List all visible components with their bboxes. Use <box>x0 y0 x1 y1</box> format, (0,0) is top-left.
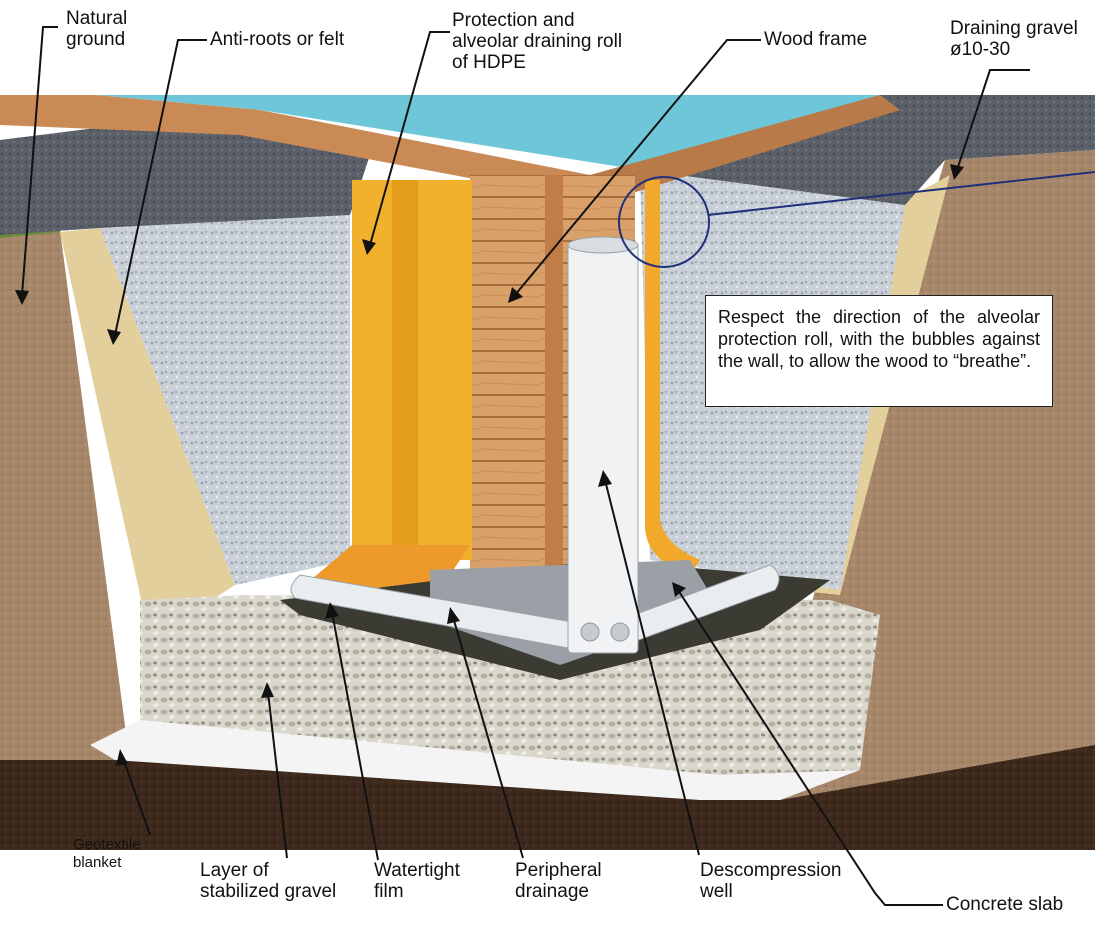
geotextile-blanket <box>90 720 860 800</box>
arrowhead <box>362 239 376 255</box>
label-descompression: Descompression well <box>700 860 842 902</box>
leader-draining-gravel <box>956 69 1030 171</box>
well-hole <box>580 622 600 642</box>
wood-deck <box>0 95 590 195</box>
label-peripheral: Peripheral drainage <box>515 860 602 902</box>
wood-post <box>545 175 563 570</box>
label-natural-ground: Natural ground <box>66 8 128 50</box>
label-watertight: Watertight film <box>374 860 460 902</box>
leader-geotextile <box>122 757 151 836</box>
arrowhead <box>15 290 29 305</box>
hdpe-roll-shade <box>392 180 418 560</box>
peripheral-drainage-pipe-right <box>619 564 780 646</box>
well-hole <box>610 622 630 642</box>
wood-deck-right <box>590 95 900 200</box>
arrowhead <box>261 682 274 698</box>
arrowhead <box>116 749 128 766</box>
anti-roots-felt-left <box>60 228 235 640</box>
arrowhead <box>447 607 460 624</box>
leader-anti-roots <box>114 39 207 336</box>
label-stabilized-gravel: Layer of stabilized gravel <box>200 860 337 902</box>
arrowhead <box>325 602 339 619</box>
descompression-well-top <box>567 236 639 254</box>
arrowhead <box>107 329 121 345</box>
detail-callout-circle <box>618 176 710 268</box>
label-concrete-slab: Concrete slab <box>946 894 1064 915</box>
leader-peripheral <box>452 616 524 859</box>
arrowhead <box>950 164 964 180</box>
descompression-well <box>567 242 639 654</box>
label-geotextile: Geotextile blanket <box>73 836 141 871</box>
label-protection-roll: Protection and alveolar draining roll of… <box>452 10 623 73</box>
leader-protection-roll <box>369 31 450 246</box>
arrowhead <box>508 287 523 303</box>
leader-natural-ground <box>21 26 58 296</box>
leader-stabilized-gravel <box>267 691 288 859</box>
label-wood-frame: Wood frame <box>764 29 868 50</box>
natural-ground <box>0 230 140 840</box>
leader-descompression <box>604 479 700 856</box>
arrowhead <box>598 470 612 487</box>
surface-gravel-left <box>0 120 370 235</box>
base-soil <box>0 745 1095 850</box>
detail-callout-line <box>707 171 1095 216</box>
hdpe-roll-foot <box>305 545 470 590</box>
leader-concrete-slab <box>677 589 943 906</box>
arrowhead <box>672 582 686 597</box>
label-anti-roots: Anti-roots or felt <box>210 29 345 50</box>
leader-wood-frame <box>514 39 761 296</box>
leader-watertight <box>331 611 379 861</box>
note-box: Respect the direction of the alveolar pr… <box>705 295 1053 407</box>
gravel-backfill-left <box>100 215 350 585</box>
label-draining-gravel: Draining gravel ø10-30 <box>950 18 1078 60</box>
hdpe-roll-right-edge <box>645 180 700 575</box>
